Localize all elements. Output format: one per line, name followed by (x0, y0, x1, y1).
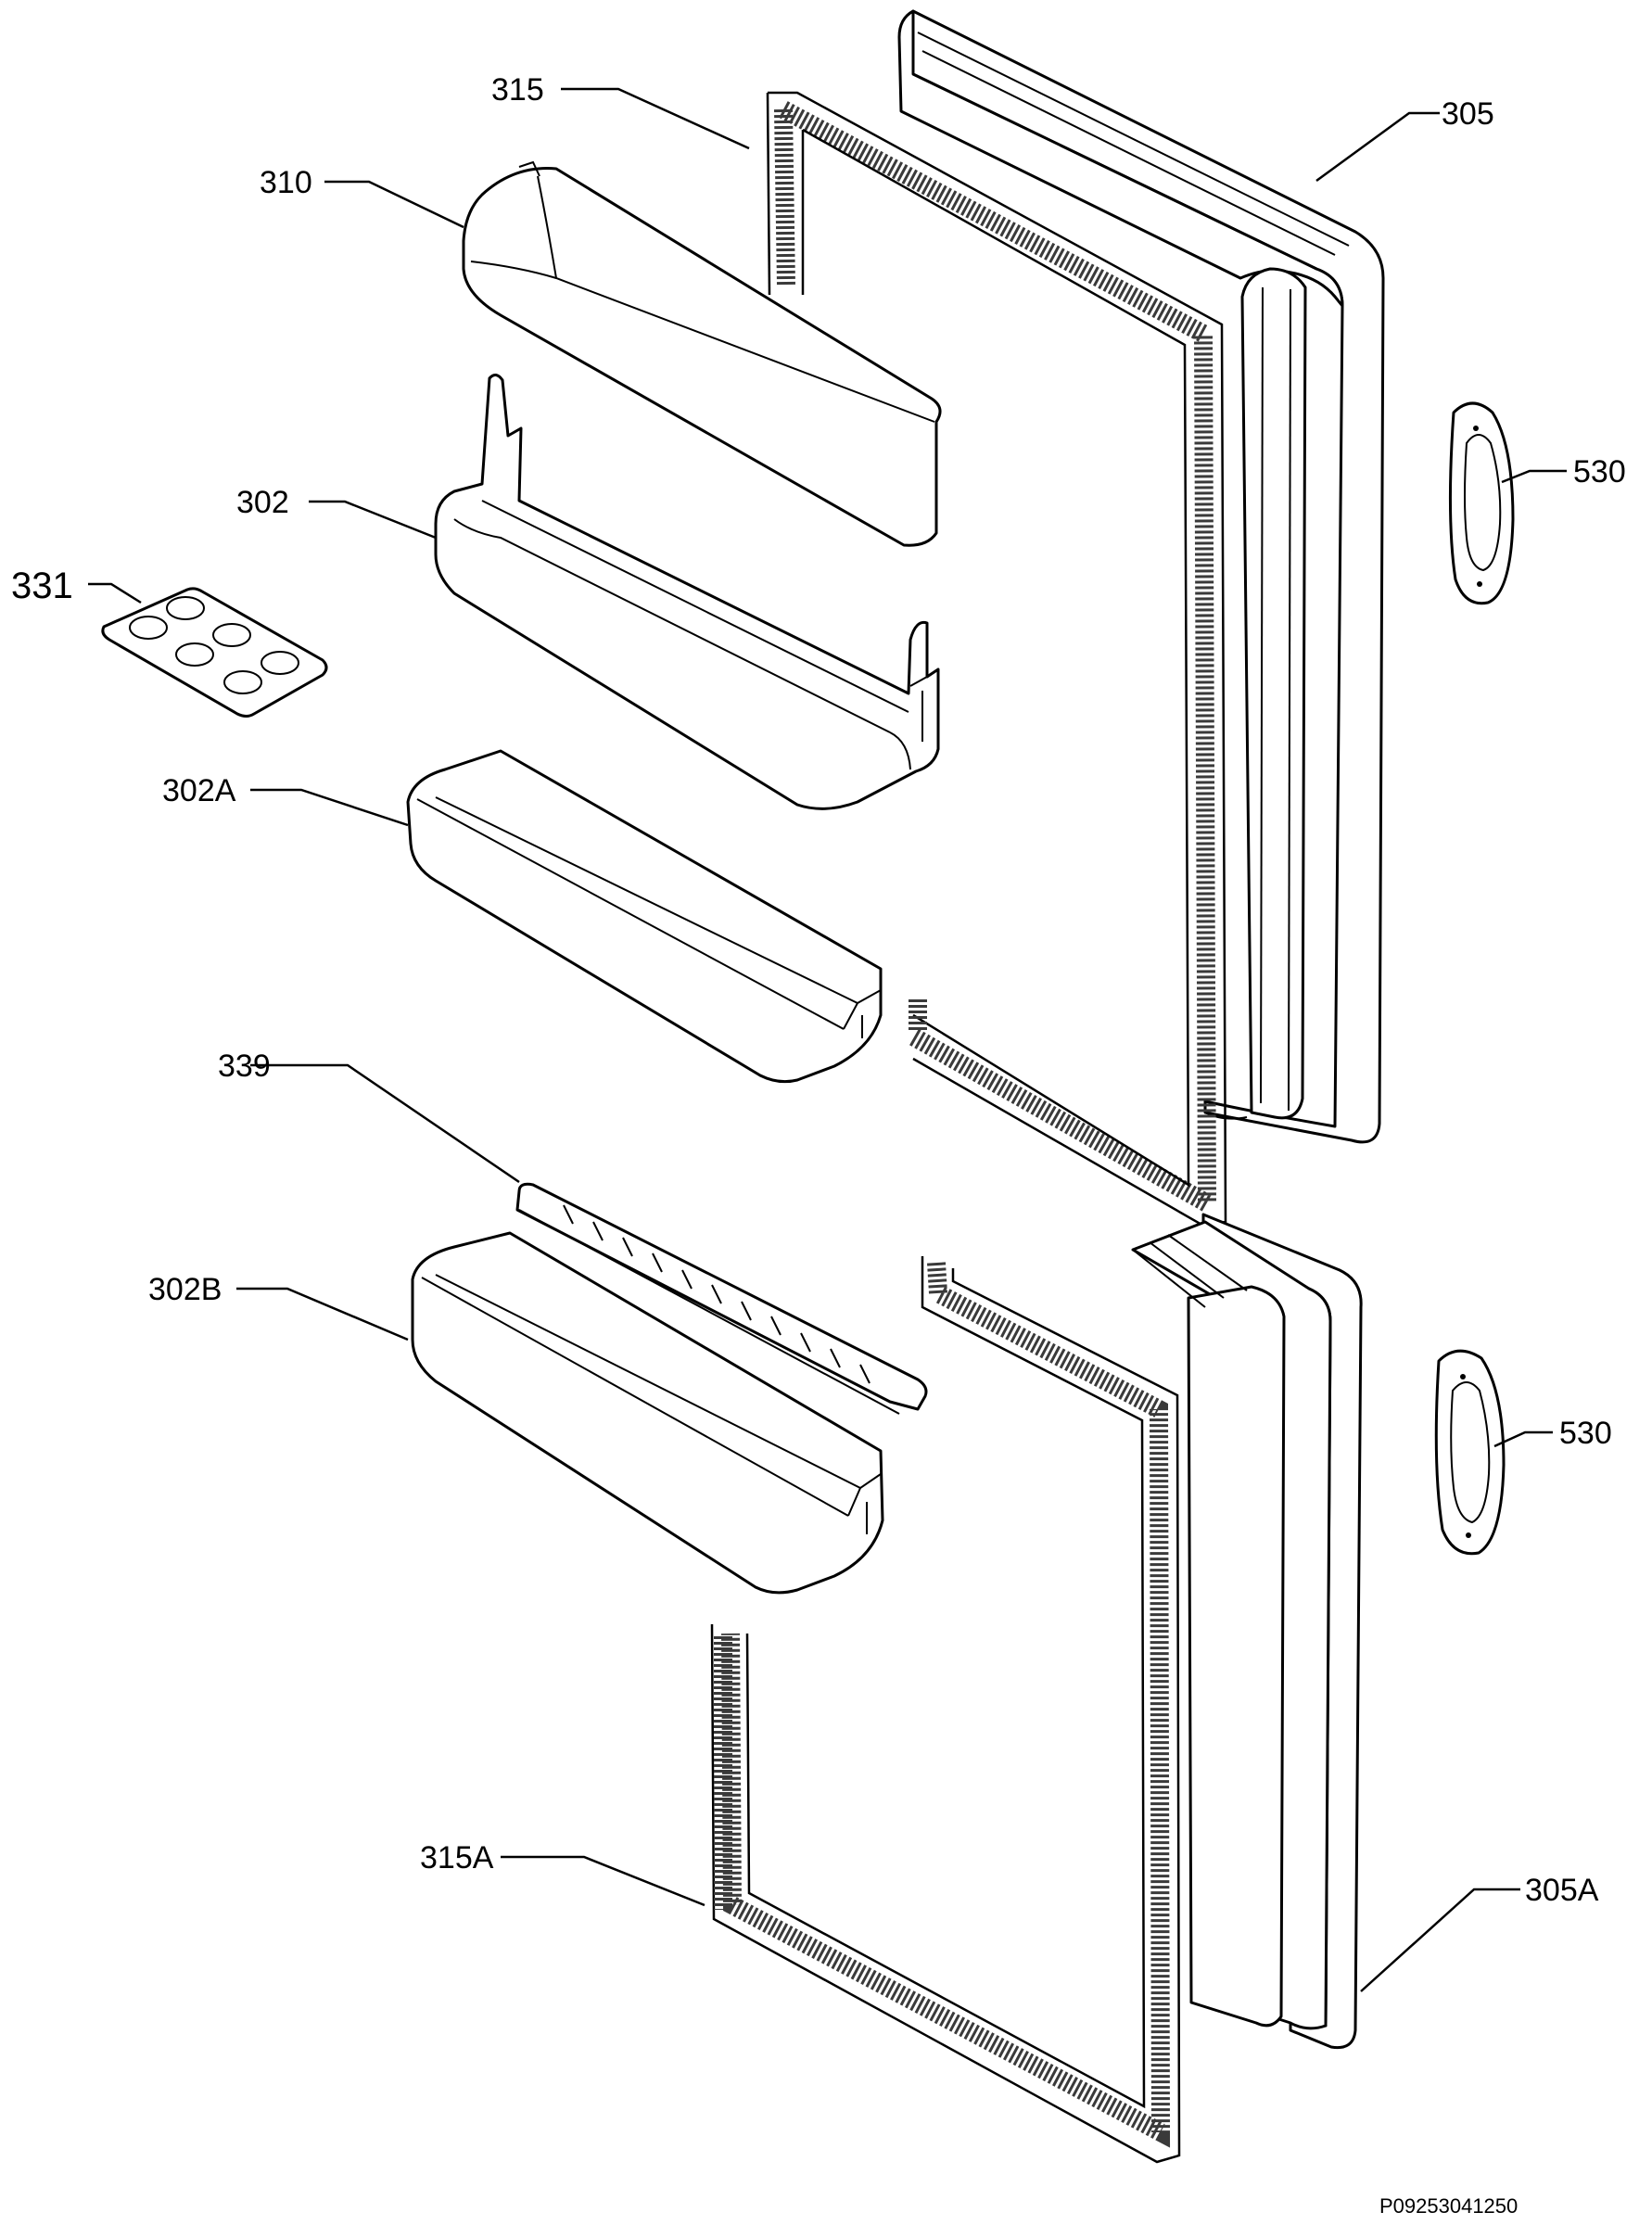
label-310: 310 (260, 165, 312, 200)
label-530-lower: 530 (1559, 1416, 1612, 1451)
label-305A: 305A (1525, 1873, 1599, 1908)
door-shelf-302B (411, 1231, 884, 1595)
dairy-cover-310 (462, 160, 942, 547)
door-handle-530-upper (1448, 401, 1515, 605)
label-302A: 302A (162, 773, 236, 808)
upper-door-gasket-315 (766, 91, 1227, 1227)
door-handle-530-lower (1434, 1349, 1506, 1556)
callout-labels: 315 305 310 530 302 331 302A 339 302B 53… (11, 72, 1626, 2218)
lower-door-panel-305A (1131, 1213, 1363, 2050)
label-530-upper: 530 (1573, 454, 1626, 490)
door-shelf-302A (406, 749, 883, 1084)
egg-tray-331 (101, 587, 328, 718)
door-shelf-302 (434, 374, 940, 810)
lower-door-gasket-315A (710, 1256, 1181, 2164)
label-302B: 302B (148, 1272, 222, 1307)
label-315A: 315A (420, 1840, 494, 1875)
label-339: 339 (218, 1049, 271, 1084)
label-315: 315 (491, 72, 544, 108)
label-302: 302 (236, 485, 289, 520)
label-305: 305 (1442, 96, 1494, 132)
bottle-retainer-339 (515, 1182, 928, 1415)
label-331: 331 (11, 566, 73, 606)
upper-door-panel-305 (897, 9, 1385, 1144)
drawing-code: P09253041250 (1379, 2194, 1518, 2218)
leader-lines (88, 87, 1567, 1992)
